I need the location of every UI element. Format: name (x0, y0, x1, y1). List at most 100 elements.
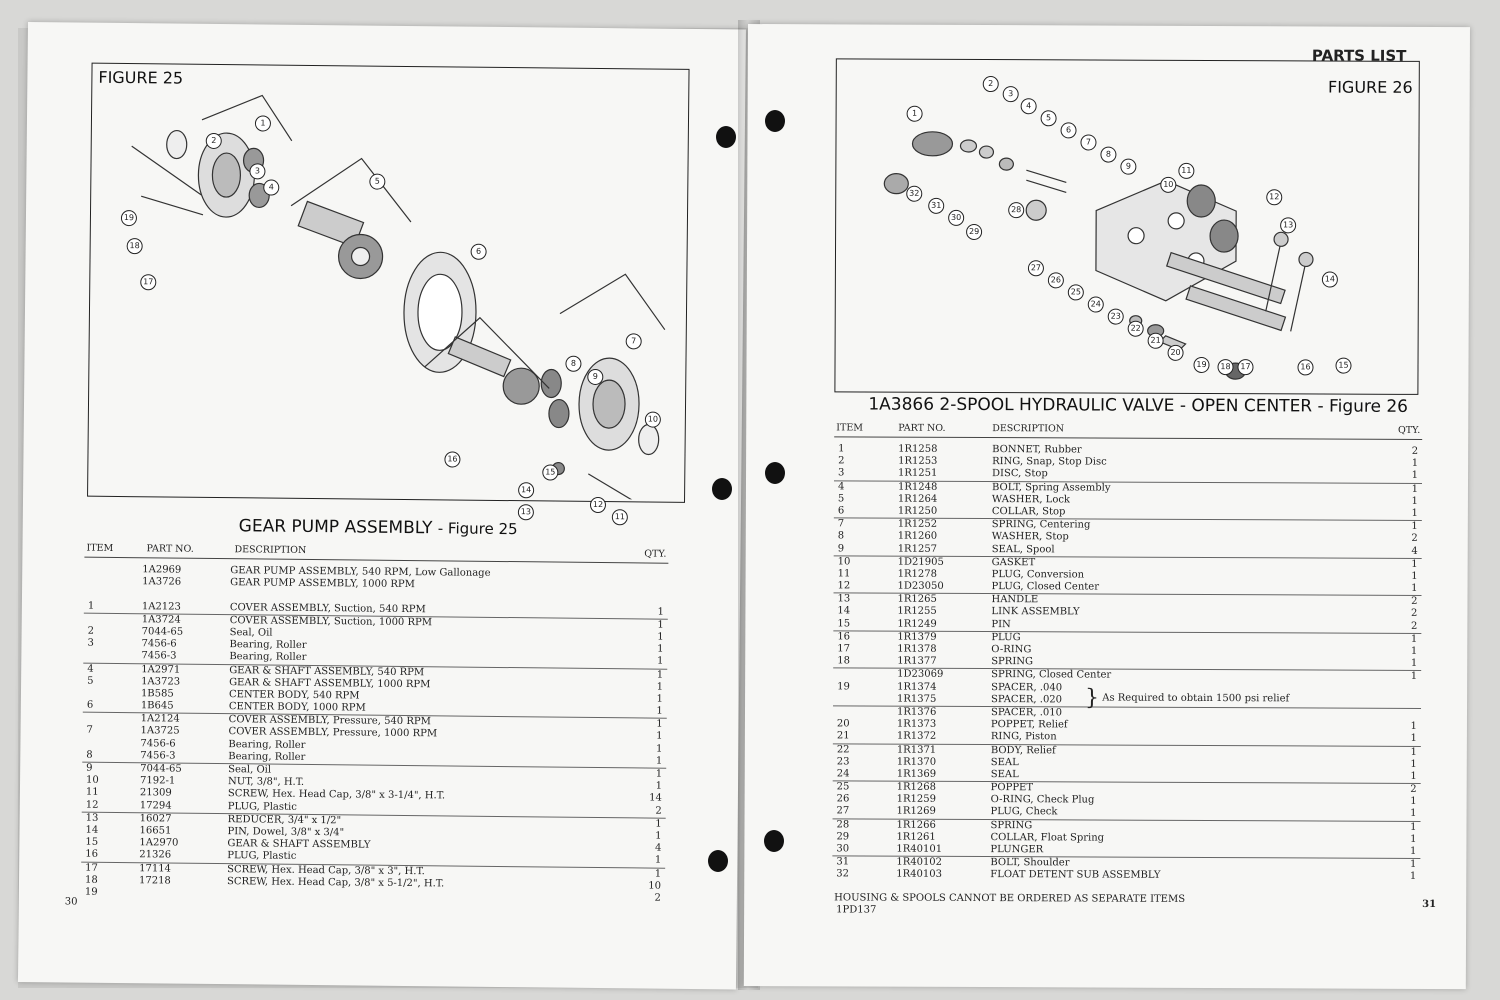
cell-desc: REDUCER, 3/4" x 1/2" (227, 813, 342, 827)
cell-qty: 1 (656, 681, 664, 693)
cell-desc: SCREW, Hex. Head Cap, 3/8" x 3", H.T. (227, 863, 425, 877)
table-header: ITEM PART NO. DESCRIPTION QTY. (84, 542, 669, 564)
cell-part: 1R1264 (897, 493, 938, 505)
callout-21: 21 (1147, 332, 1164, 349)
cell-part: 1R1372 (896, 730, 937, 743)
cell-item: 10 (837, 556, 851, 568)
cell-item: 20 (836, 718, 850, 730)
cell-part: 1A2971 (141, 663, 181, 676)
cell-qty: 1 (654, 868, 662, 880)
cell-qty: 1 (1410, 658, 1418, 670)
cell-part: 1R1371 (896, 744, 937, 756)
cell-qty: 1 (655, 830, 662, 842)
cell-part: 1R1269 (896, 806, 936, 818)
cell-part: 1R1378 (897, 643, 937, 655)
cell-desc: CENTER BODY, 540 RPM (228, 689, 360, 702)
cell-item: 31 (836, 856, 850, 868)
cell-qty: 1 (1411, 458, 1419, 470)
cell-desc: NUT, 3/8", H.T. (227, 776, 305, 789)
cell-qty: 1 (1411, 570, 1418, 582)
cell-item: 18 (84, 874, 98, 886)
cell-qty: 1 (656, 705, 663, 717)
callout-5: 5 (1040, 110, 1057, 127)
cell-item: 17 (837, 643, 851, 655)
cell-qty: 1 (657, 606, 664, 618)
cell-item: 7 (86, 725, 94, 737)
col-qty: QTY. (644, 548, 667, 560)
cell-part: 1A2124 (140, 713, 180, 725)
cell-item: 15 (85, 836, 99, 848)
right-page: PARTS LIST FIGURE 26 (743, 24, 1470, 990)
cell-desc: GASKET (991, 556, 1036, 568)
cell-part: 1R1375 (897, 693, 937, 705)
cell-qty: 1 (656, 693, 664, 705)
spacer-note: } As Required to obtain 1500 psi relief (1085, 685, 1289, 711)
cell-desc: COVER ASSEMBLY, Pressure, 540 RPM (228, 714, 431, 728)
cell-item: 5 (837, 493, 845, 505)
col-part: PART NO. (898, 422, 946, 434)
cell-desc: GEAR & SHAFT ASSEMBLY, 1000 RPM (229, 676, 431, 690)
cell-item: 23 (836, 756, 850, 768)
callout-10: 10 (1160, 176, 1177, 193)
cell-qty: 1 (654, 854, 662, 866)
binder-hole-left-middle (712, 478, 732, 500)
cell-part: 1R1376 (896, 706, 937, 718)
callout-22: 22 (1127, 320, 1144, 337)
figure-26-frame: FIGURE 26 (834, 58, 1420, 395)
cell-item: 2 (838, 455, 845, 467)
cell-desc: Seal, Oil (228, 764, 272, 776)
cell-qty: 1 (1410, 746, 1417, 758)
cell-part: 17294 (139, 799, 172, 812)
binder-hole-middle (765, 462, 785, 484)
cell-qty: 1 (656, 731, 663, 743)
left-page: FIGURE 25 (17, 22, 746, 990)
cell-qty: 1 (1411, 558, 1418, 570)
cell-desc: PLUG, Plastic (227, 800, 297, 813)
cell-desc: HANDLE (991, 594, 1039, 606)
cell-desc: COLLAR, Stop (991, 506, 1066, 518)
cell-item: 28 (836, 819, 850, 831)
cell-item: 24 (836, 768, 850, 780)
callout-4: 4 (263, 179, 280, 196)
figure-25-title: GEAR PUMP ASSEMBLY - Figure 25 (239, 516, 518, 539)
cell-item: 16 (85, 848, 99, 861)
cell-item: 2 (87, 625, 95, 637)
cell-item: 1 (87, 600, 95, 612)
figure-25-title-sub: - Figure 25 (437, 519, 518, 539)
cell-item: 19 (837, 680, 850, 693)
binder-hole-top (765, 110, 785, 132)
figure-25-title-main: GEAR PUMP ASSEMBLY (238, 516, 433, 539)
callout-3: 3 (249, 163, 266, 180)
cell-desc: BOLT, Shoulder (990, 857, 1070, 869)
callout-10: 10 (644, 411, 661, 428)
cell-part: 7044-65 (140, 763, 182, 775)
cell-part: 1R1257 (897, 543, 938, 555)
col-desc: DESCRIPTION (234, 544, 307, 556)
col-item: ITEM (836, 422, 864, 434)
cell-part: 1R1266 (896, 819, 936, 831)
cell-item: 15 (837, 618, 851, 630)
cell-desc: GEAR & SHAFT ASSEMBLY, 540 RPM (229, 664, 425, 678)
cell-item: 13 (85, 812, 99, 824)
callout-20: 20 (1167, 344, 1184, 361)
cell-part: 1R40101 (896, 843, 943, 855)
cell-desc: O-RING (991, 644, 1032, 656)
cell-qty: 1 (1411, 483, 1419, 495)
gear-pump-exploded-diagram (131, 94, 666, 500)
cell-part: 1R1261 (896, 831, 936, 843)
callout-15: 15 (1335, 357, 1352, 374)
cell-qty: 4 (1411, 545, 1418, 557)
cell-desc: Bearing, Roller (228, 750, 306, 763)
cell-part: 1R1268 (896, 781, 937, 793)
cell-desc: DISC, Stop (992, 468, 1048, 480)
callout-17: 17 (1237, 359, 1254, 376)
callout-26: 26 (1047, 272, 1064, 289)
cell-desc: SEAL, Spool (991, 543, 1055, 555)
cell-desc: SPRING, Centering (991, 519, 1091, 531)
cell-item: 6 (86, 699, 94, 711)
cell-item: 29 (836, 831, 850, 843)
cell-item: 5 (87, 675, 94, 687)
cell-part: 7456-6 (140, 737, 176, 750)
cell-part: 1A2970 (139, 837, 179, 849)
